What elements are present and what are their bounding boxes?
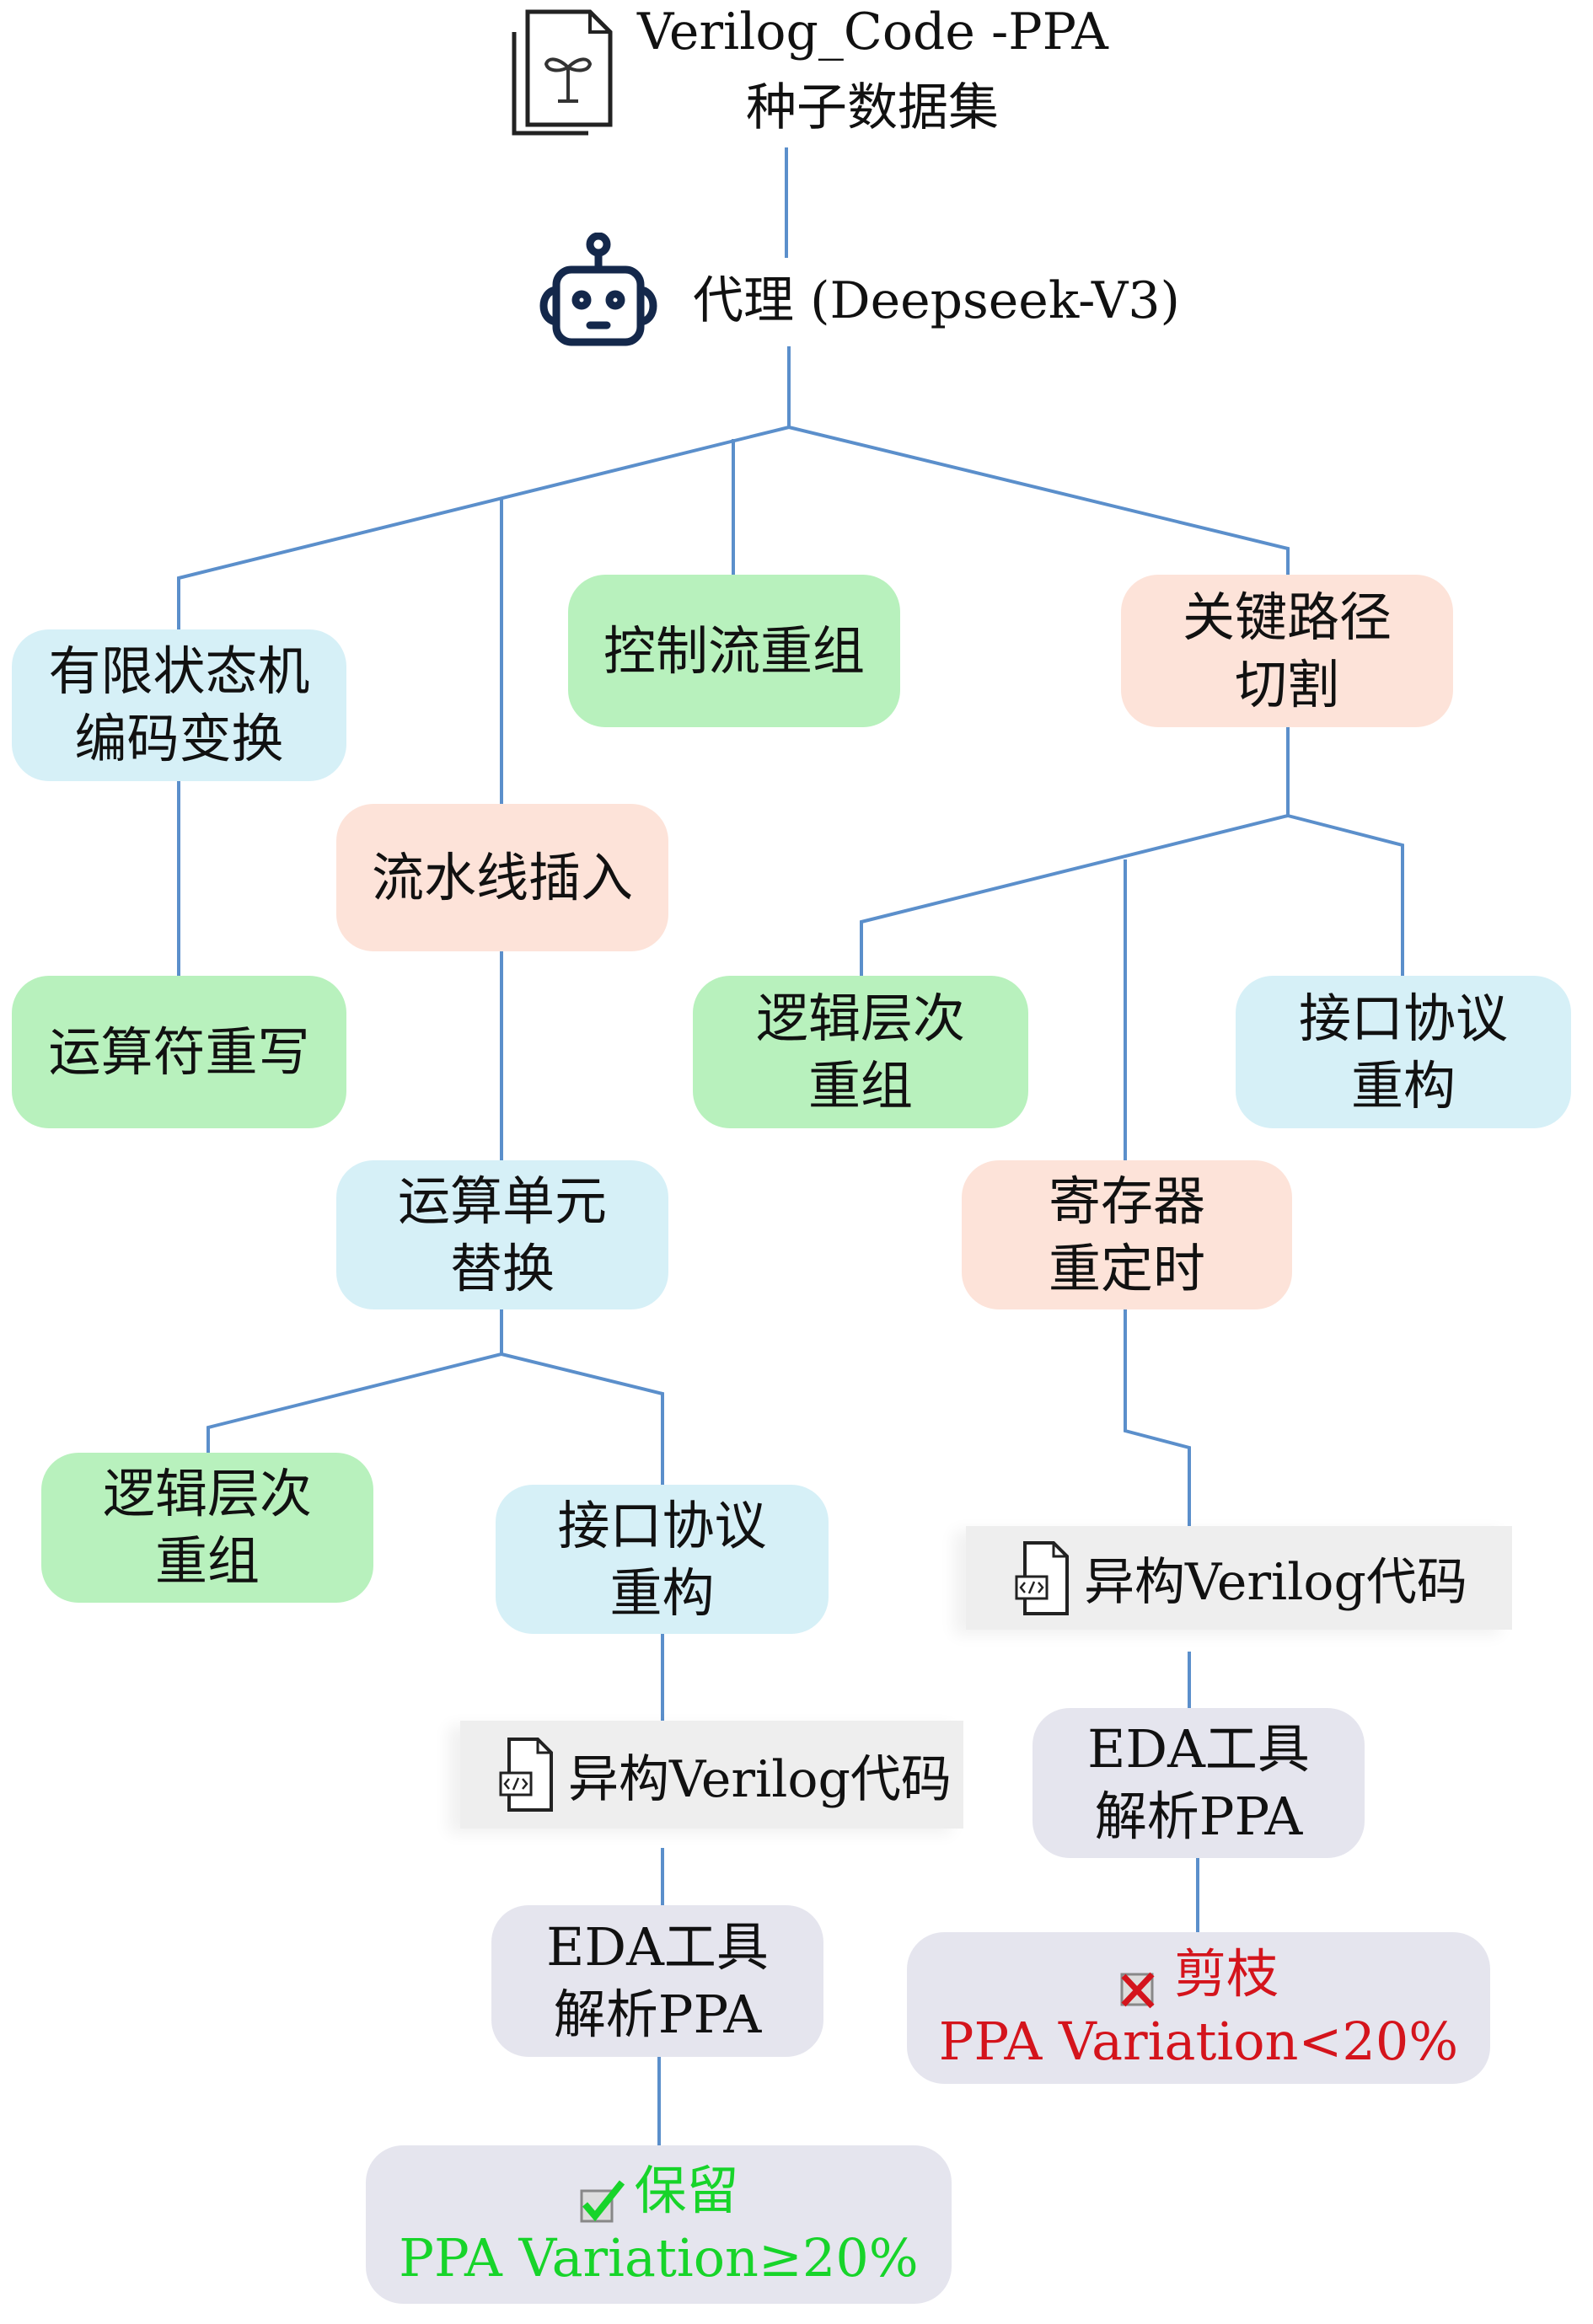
node-retiming: 寄存器 重定时 [962,1160,1292,1309]
node-label-line2: 解析PPA [553,1984,762,2045]
link-retiming-code [1124,1309,1191,1526]
node-label-line1: EDA工具 [1087,1718,1310,1780]
node-pipeline: 流水线插入 [336,804,668,951]
node-label-line1: 有限状态机 [48,640,310,702]
keep-condition: PPA Variation≥20% [399,2227,919,2289]
code-output-label: 异构Verilog代码 [1084,1553,1467,1612]
node-label-line2: 重组 [807,1054,913,1116]
code-output-left: 异构Verilog代码 [460,1721,963,1829]
prune-condition: PPA Variation<20% [938,2011,1459,2072]
node-logic-regroup-right: 逻辑层次 重组 [693,976,1028,1128]
node-eda-left: EDA工具 解析PPA [491,1905,823,2057]
node-label-line1: 逻辑层次 [755,987,965,1049]
node-critical-path: 关键路径 切割 [1121,575,1453,727]
node-label-line1: 接口协议 [1298,987,1508,1049]
node-label: 控制流重组 [603,619,865,682]
node-operator-rewrite: 运算符重写 [12,976,346,1128]
node-label-line2: 重组 [154,1530,260,1592]
node-label-line2: 编码变换 [74,708,284,769]
link-unit-interface [501,1352,664,1485]
node-unit-replace: 运算单元 替换 [336,1160,668,1309]
node-prune: 剪枝 PPA Variation<20% [907,1932,1490,2084]
seed-subtitle: 种子数据集 [746,78,999,137]
node-label-line1: 逻辑层次 [102,1463,312,1524]
node-label-line2: 解析PPA [1094,1786,1303,1847]
agent-label: 代理 (Deepseek-V3) [693,271,1180,330]
link-critical-interface [1287,814,1404,976]
node-eda-right: EDA工具 解析PPA [1032,1708,1365,1858]
node-label-line2: 重定时 [1048,1237,1205,1299]
link-root-fsm [177,426,790,629]
link-root-critical [788,426,1290,575]
node-interface-left: 接口协议 重构 [496,1485,829,1634]
node-label-line1: 运算单元 [397,1170,607,1232]
node-label-line1: 关键路径 [1182,586,1392,648]
node-label: 流水线插入 [371,846,633,908]
code-file-icon [1013,1540,1072,1617]
prune-title: 剪枝 [1118,1941,1279,2009]
prune-label: 剪枝 [1173,1943,1279,2005]
node-label-line2: 重构 [1350,1054,1456,1116]
node-logic-regroup-left: 逻辑层次 重组 [41,1453,373,1603]
node-control-flow: 控制流重组 [568,575,900,727]
node-label-line2: 重构 [609,1561,715,1624]
code-file-icon [497,1736,556,1813]
robot-icon [533,232,664,347]
keep-title: 保留 [578,2157,739,2225]
node-label-line1: 寄存器 [1048,1170,1205,1232]
code-output-label: 异构Verilog代码 [568,1749,952,1809]
node-fsm-encoding: 有限状态机 编码变换 [12,629,346,781]
code-output-right: 异构Verilog代码 [966,1526,1512,1630]
link-unit-split [206,1309,503,1453]
link-critical-split [860,727,1290,976]
keep-label: 保留 [634,2160,739,2221]
node-interface-right: 接口协议 重构 [1236,976,1571,1128]
node-label-line1: EDA工具 [546,1916,769,1978]
node-label-line2: 切割 [1234,653,1339,715]
seed-title: Verilog_Code -PPA [637,3,1108,62]
node-keep: 保留 PPA Variation≥20% [366,2145,952,2304]
node-label: 运算符重写 [48,1020,310,1083]
checkbox-cross-icon [1118,1958,1159,2009]
node-label-line1: 接口协议 [557,1494,767,1556]
node-label-line2: 替换 [449,1237,555,1299]
seed-dataset-icon [509,8,614,137]
checkbox-checked-icon [578,2175,625,2223]
